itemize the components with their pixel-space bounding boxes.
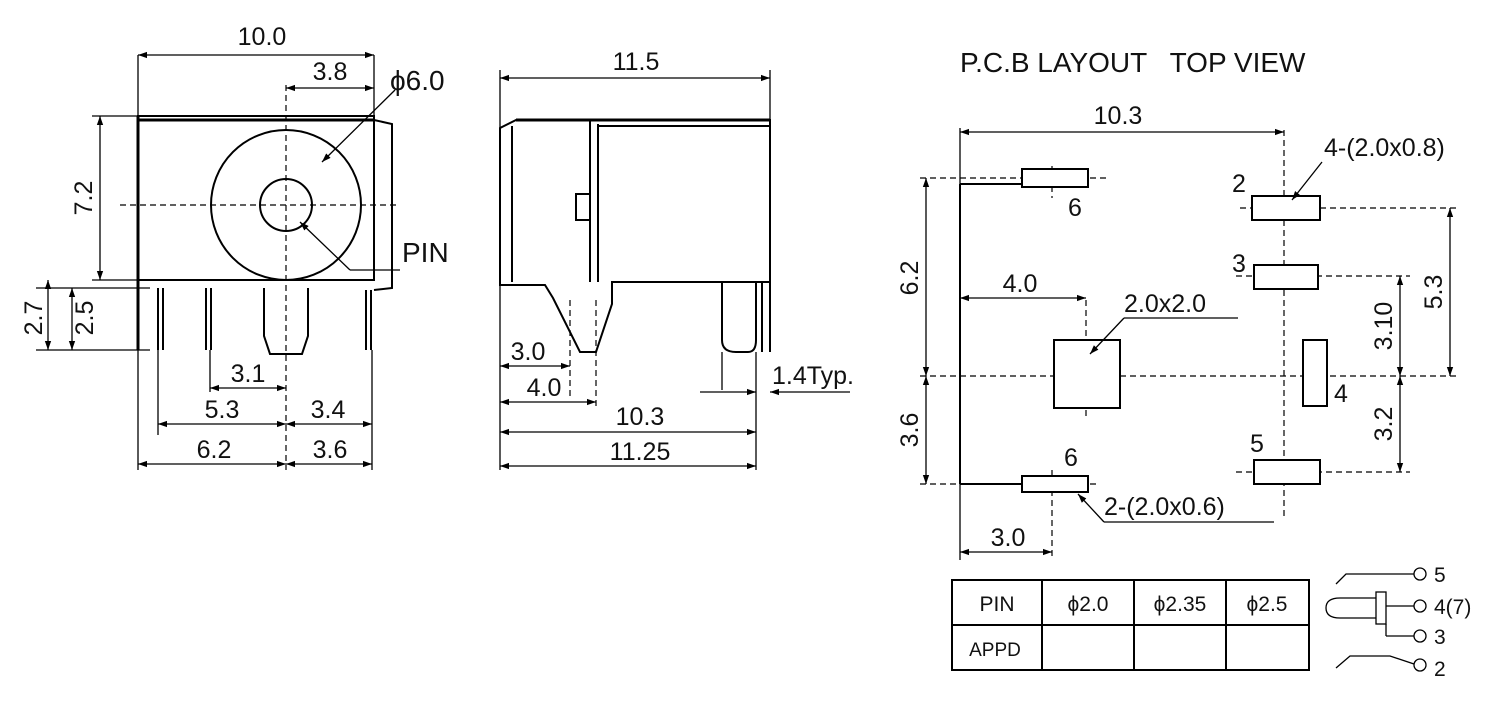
pin-table: PIN ϕ2.0 ϕ2.35 ϕ2.5 APPD (951, 579, 1310, 671)
side-body-outline (499, 119, 771, 353)
schematic-pin-2: 2 (1434, 658, 1446, 681)
pin-label-2: 2 (1232, 170, 1246, 198)
pin-label-5: 5 (1250, 430, 1264, 458)
schematic-terminal-4 (1413, 599, 1427, 613)
dim-text-3-0: 3.0 (511, 338, 546, 366)
pad-5 (1253, 459, 1321, 485)
dim-text-3-6: 3.6 (313, 436, 348, 464)
schematic-terminal-3 (1413, 629, 1427, 643)
dim-text-10-0: 10.0 (238, 23, 287, 51)
dim-text-4-0: 4.0 (527, 374, 562, 402)
front-center-pin (263, 288, 309, 355)
leader-pin (299, 221, 351, 271)
pad-2 (1251, 195, 1321, 221)
dim-text-6-2: 6.2 (197, 436, 232, 464)
pin-label-3: 3 (1232, 250, 1246, 278)
label-pads-2: 4-(2.0x0.8) (1324, 134, 1445, 162)
dim-text-10-3: 10.3 (616, 403, 665, 431)
dim-text-10-3: 10.3 (1094, 102, 1143, 130)
dim-text-11-5: 11.5 (613, 48, 660, 76)
schematic-plug (1325, 597, 1376, 619)
schematic-terminal-5 (1413, 567, 1427, 581)
dim-text-5-3: 5.3 (1420, 275, 1448, 310)
side-nub (575, 193, 591, 221)
leader-diameter (321, 89, 396, 163)
table-header-2-0: ϕ2.0 (1068, 593, 1109, 616)
label-pads-6: 2-(2.0x0.6) (1104, 493, 1225, 521)
pcb-layout: P.C.B LAYOUT TOP VIEW 6 2 3 4 5 6 1 (896, 47, 1460, 560)
dim-text-3-8: 3.8 (313, 58, 348, 86)
front-body-outline (137, 115, 375, 281)
schematic-symbol: 5 4(7) 3 2 (1325, 564, 1471, 681)
table-header-2-35: ϕ2.35 (1154, 593, 1207, 616)
pin-label-6-bottom: 6 (1064, 444, 1078, 472)
dim-text-6-2: 6.2 (896, 261, 924, 296)
pad-3 (1253, 264, 1319, 290)
dim-text-3-1: 3.1 (231, 360, 266, 388)
pad-6-top (1021, 168, 1089, 188)
pin-label-4: 4 (1334, 380, 1348, 408)
leader-square (1089, 317, 1125, 355)
schematic-pin-3: 3 (1434, 626, 1446, 649)
table-header-2-5: ϕ2.5 (1247, 593, 1288, 616)
dim-text-3-0: 3.0 (991, 524, 1026, 552)
schematic-switch-5 (1335, 573, 1414, 585)
pad-4 (1302, 339, 1328, 407)
dim-text-3-10: 3.10 (1370, 302, 1398, 351)
dim-text-11-25: 11.25 (610, 438, 671, 466)
front-side-tab (373, 119, 393, 291)
side-rear-pin (721, 282, 757, 353)
schematic-plug-collar (1375, 591, 1387, 625)
dim-text-5-3: 5.3 (205, 396, 240, 424)
leader-pads-6 (1077, 493, 1105, 523)
dim-text-3-6: 3.6 (896, 413, 924, 448)
pcb-title: P.C.B LAYOUT TOP VIEW (960, 47, 1306, 78)
table-header-pin: PIN (979, 593, 1014, 616)
schematic-switch-2 (1335, 655, 1415, 669)
dim-text-2-7: 2.7 (20, 301, 48, 336)
dim-text-4-0: 4.0 (1003, 270, 1038, 298)
label-pin: PIN (402, 237, 449, 268)
front-view: 10.0 3.8 ϕ6.0 7.2 2.7 2.5 PIN 3.1 5.3 3.… (20, 23, 449, 470)
dim-text-3-2: 3.2 (1370, 407, 1398, 442)
dim-text-3-4: 3.4 (311, 396, 346, 424)
dim-text-7-2: 7.2 (70, 181, 98, 216)
schematic-terminal-2 (1413, 658, 1427, 672)
pad-6-bottom (1021, 475, 1089, 493)
dim-text-diameter: ϕ6.0 (390, 65, 445, 96)
label-square-pad: 2.0x2.0 (1124, 290, 1206, 318)
schematic-pin-4: 4(7) (1434, 596, 1471, 619)
dim-text-1-4typ: 1.4Typ. (772, 362, 854, 390)
pad-square (1053, 339, 1121, 409)
pin-label-6-top: 6 (1068, 194, 1082, 222)
dim-text-2-5: 2.5 (71, 301, 99, 336)
leader-pads-2 (1291, 161, 1323, 201)
side-view: 11.5 3.0 4.0 10.3 11.25 1.4Typ. (499, 48, 854, 470)
schematic-pin-5: 5 (1434, 564, 1446, 587)
table-row-appd: APPD (969, 640, 1021, 661)
